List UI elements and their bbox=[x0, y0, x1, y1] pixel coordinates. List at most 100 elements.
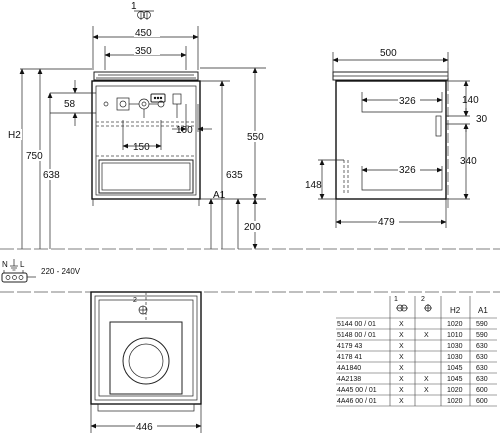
table-cell: X bbox=[399, 376, 404, 383]
dimension-550: 550 bbox=[200, 67, 266, 200]
svg-text:140: 140 bbox=[462, 95, 479, 106]
article-number: 5144 00 / 01 bbox=[337, 321, 376, 328]
dimension-a1: A1 bbox=[200, 190, 266, 249]
table-cell: 600 bbox=[476, 398, 488, 405]
svg-text:148: 148 bbox=[305, 180, 322, 191]
plan-basin-circle bbox=[122, 337, 170, 385]
dimension-750: 750 bbox=[26, 68, 44, 249]
dimension-100: 100 bbox=[172, 104, 212, 136]
dimension-635: 635 bbox=[200, 80, 244, 249]
table-cell: X bbox=[424, 387, 429, 394]
svg-text:30: 30 bbox=[476, 114, 488, 125]
svg-text:450: 450 bbox=[135, 28, 152, 39]
plan-drawer bbox=[109, 321, 183, 395]
electrical-connection: N L 220 - 240V bbox=[1, 259, 81, 283]
side-view: 500 326 326 140 bbox=[305, 47, 488, 228]
detail-icon-2 bbox=[424, 304, 432, 312]
dimension-326-top: 326 bbox=[361, 95, 443, 107]
svg-text:1: 1 bbox=[131, 1, 137, 12]
svg-text:750: 750 bbox=[26, 151, 43, 162]
svg-text:A1: A1 bbox=[213, 190, 226, 201]
table-cell: 630 bbox=[476, 365, 488, 372]
table-cell: X bbox=[399, 343, 404, 350]
svg-text:200: 200 bbox=[244, 222, 261, 233]
table-cell: X bbox=[424, 376, 429, 383]
cabinet-body bbox=[91, 80, 201, 206]
svg-text:446: 446 bbox=[136, 422, 153, 433]
svg-text:H2: H2 bbox=[8, 130, 21, 141]
table-cell: X bbox=[399, 321, 404, 328]
siphon-fittings bbox=[116, 97, 165, 118]
side-fitting bbox=[435, 115, 442, 137]
table-cell: X bbox=[399, 365, 404, 372]
dimension-500: 500 bbox=[332, 47, 449, 72]
table-cell: 1010 bbox=[447, 332, 463, 339]
table-cell: X bbox=[424, 332, 429, 339]
svg-text:220 - 240V: 220 - 240V bbox=[41, 267, 81, 276]
plan-view: 2 446 bbox=[0, 291, 500, 433]
dimension-350: 350 bbox=[104, 45, 187, 70]
table-cell: X bbox=[399, 354, 404, 361]
article-number: 4179 43 bbox=[337, 343, 362, 350]
svg-text:638: 638 bbox=[43, 170, 60, 181]
dimension-638: 638 bbox=[43, 92, 61, 249]
table-cell: X bbox=[399, 387, 404, 394]
socket-icon bbox=[1, 272, 28, 283]
dimension-148: 148 bbox=[305, 159, 344, 200]
svg-text:550: 550 bbox=[247, 132, 264, 143]
table-cell: 630 bbox=[476, 354, 488, 361]
detail-icon-1 bbox=[396, 304, 408, 312]
dimension-58: 58 bbox=[50, 80, 96, 126]
front-view: 1 450 350 bbox=[8, 1, 266, 250]
countertop bbox=[93, 71, 199, 81]
pipe-connections bbox=[103, 93, 182, 118]
table-cell: 600 bbox=[476, 387, 488, 394]
dimension-479: 479 bbox=[335, 199, 447, 228]
table-cell: 590 bbox=[476, 332, 488, 339]
article-number: 4A45 00 / 01 bbox=[337, 387, 377, 394]
dimension-h2: H2 bbox=[8, 68, 92, 249]
svg-text:2: 2 bbox=[133, 297, 137, 304]
article-number: 4178 41 bbox=[337, 354, 362, 361]
svg-text:326: 326 bbox=[399, 165, 416, 176]
dimension-450: 450 bbox=[92, 26, 199, 70]
table-row: 4A1840 X 1045 630 bbox=[337, 365, 488, 372]
earth-icon bbox=[10, 259, 18, 271]
table-cell: 630 bbox=[476, 376, 488, 383]
dimension-150: 150 bbox=[122, 120, 162, 153]
table-header: 1 2 H2 A1 bbox=[394, 296, 488, 315]
article-number: 4A1840 bbox=[337, 365, 361, 372]
table-cell: 1045 bbox=[447, 365, 463, 372]
svg-text:326: 326 bbox=[399, 96, 416, 107]
svg-text:A1: A1 bbox=[478, 306, 488, 315]
svg-text:350: 350 bbox=[135, 46, 152, 57]
detail-marker-2-icon bbox=[138, 305, 148, 315]
svg-text:100: 100 bbox=[176, 125, 193, 136]
svg-text:340: 340 bbox=[460, 156, 477, 167]
dimension-140: 140 bbox=[446, 80, 479, 117]
svg-text:N: N bbox=[2, 260, 8, 269]
dimension-200: 200 bbox=[244, 198, 264, 250]
svg-text:635: 635 bbox=[226, 170, 243, 181]
svg-text:150: 150 bbox=[133, 142, 150, 153]
dimension-326-bottom: 326 bbox=[361, 164, 443, 176]
table-cell: 1020 bbox=[447, 398, 463, 405]
table-grid bbox=[336, 296, 497, 407]
svg-text:500: 500 bbox=[380, 48, 397, 59]
table-cell: X bbox=[399, 398, 404, 405]
svg-text:H2: H2 bbox=[450, 306, 461, 315]
svg-text:1: 1 bbox=[394, 296, 398, 303]
table-cell: 1020 bbox=[447, 321, 463, 328]
svg-text:479: 479 bbox=[378, 217, 395, 228]
dimension-340: 340 bbox=[446, 123, 477, 200]
dimension-446: 446 bbox=[90, 404, 202, 433]
